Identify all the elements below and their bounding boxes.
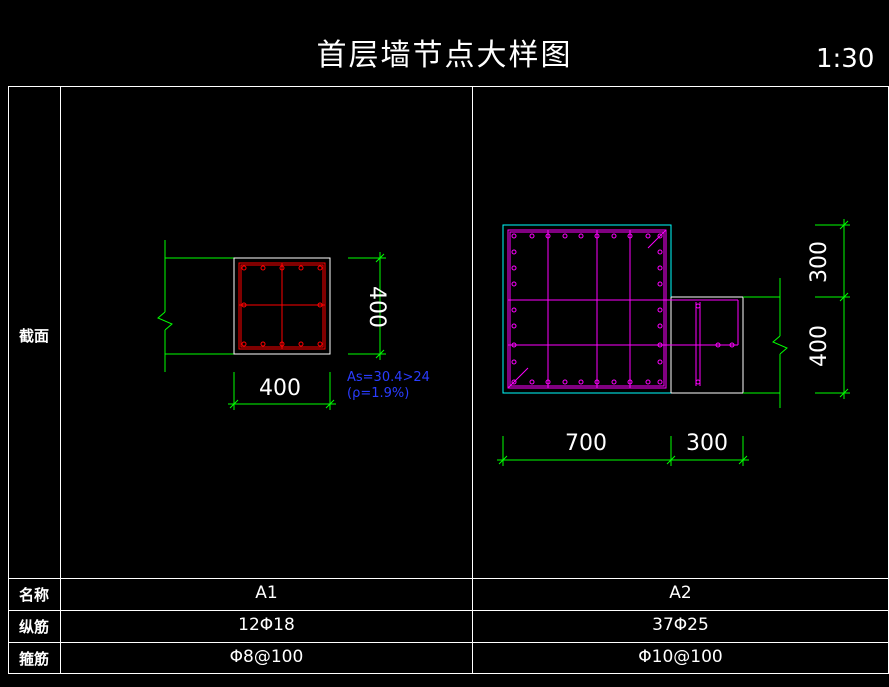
a2-rebar-cage <box>507 229 739 389</box>
a2-column-outline <box>502 224 744 394</box>
row-label-name: 名称 <box>18 586 49 604</box>
a1-bar <box>298 265 304 271</box>
a1-reinforcement-note: As=30.4>24 <box>347 370 430 385</box>
a2-hook-bl <box>507 367 529 389</box>
drawing-title: 首层墙节点大样图 <box>316 38 573 73</box>
a1-width-label: 400 <box>259 376 301 401</box>
a2-stirrup-main-inner <box>509 231 665 387</box>
a1-height-label: 400 <box>364 286 389 328</box>
a1-height-dimension <box>348 252 386 360</box>
a2-right-dimension <box>815 219 850 399</box>
a1-rebar-cage <box>238 262 326 350</box>
cell-a1-stirrup: Φ8@100 <box>229 647 304 667</box>
a2-dim-300-bottom-label: 300 <box>686 431 728 456</box>
a1-bar <box>298 341 304 347</box>
a2-stirrup-main <box>507 229 667 389</box>
a1-width-dimension <box>228 372 336 410</box>
section-a1: 400 400 As=30.4>24 (ρ=1.9%) <box>157 240 430 410</box>
a2-wall-segment-outline <box>671 296 744 394</box>
a1-bar <box>317 341 323 347</box>
row-label-stirrup: 箍筋 <box>18 650 49 668</box>
a1-bar <box>241 341 247 347</box>
section-a2: 700 300 300 400 <box>497 219 850 466</box>
a1-bar <box>279 341 285 347</box>
cell-a2-stirrup: Φ10@100 <box>638 647 723 667</box>
a1-bar <box>260 341 266 347</box>
a2-dim-300-right-label: 300 <box>807 241 832 283</box>
a1-bar <box>241 265 247 271</box>
a1-bar <box>317 265 323 271</box>
a2-wall-break <box>743 278 788 408</box>
a1-bar <box>279 265 285 271</box>
a1-bar <box>241 302 247 308</box>
a1-break-symbol <box>157 311 173 331</box>
row-label-section: 截面 <box>18 327 49 345</box>
a1-column-outline <box>233 257 331 355</box>
cell-a2-longitudinal: 37Φ25 <box>652 615 709 635</box>
a2-hook-tr <box>647 229 667 249</box>
cell-a1-name: A1 <box>255 583 278 603</box>
row-label-longitudinal: 纵筋 <box>18 618 49 636</box>
cell-a1-longitudinal: 12Φ18 <box>238 615 295 635</box>
a1-ratio-note: (ρ=1.9%) <box>347 386 409 401</box>
drawing-scale: 1:30 <box>816 44 875 74</box>
a1-bar <box>260 265 266 271</box>
a2-bottom-dimension <box>497 436 749 466</box>
cell-a2-name: A2 <box>669 583 692 603</box>
a2-dim-700-label: 700 <box>565 431 607 456</box>
a2-dim-400-right-label: 400 <box>807 325 832 367</box>
a1-bar <box>317 302 323 308</box>
